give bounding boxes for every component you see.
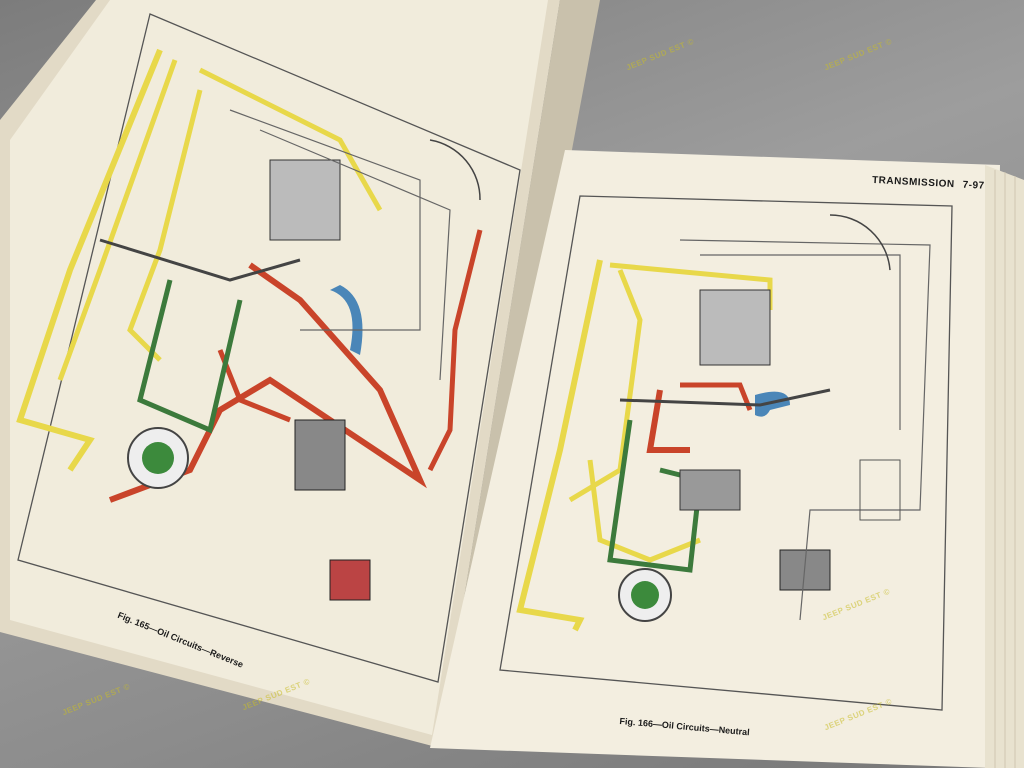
page-number: 7-97 — [962, 179, 985, 192]
